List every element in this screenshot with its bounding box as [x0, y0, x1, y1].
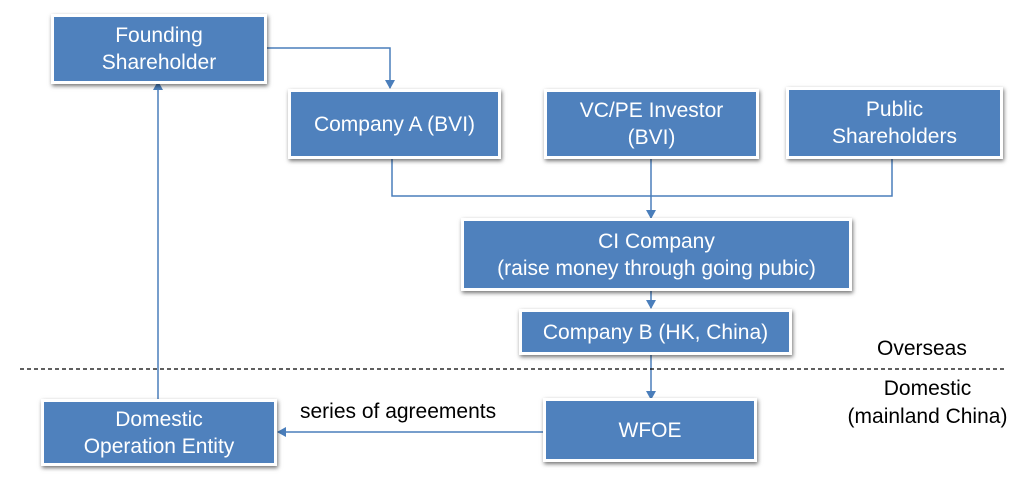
edge-company-a-to-merge — [391, 158, 651, 197]
vcpe-investor-line2: (BVI) — [627, 126, 676, 149]
series-of-agreements-text: series of agreements — [300, 400, 497, 423]
series-of-agreements-label: series of agreements — [300, 398, 496, 426]
founding-shareholder-line1: Founding — [115, 24, 203, 47]
edge-public-to-merge — [651, 158, 893, 197]
vcpe-investor-box: VC/PE Investor (BVI) — [544, 89, 759, 159]
wfoe-box: WFOE — [543, 398, 757, 462]
company-b-box: Company B (HK, China) — [519, 309, 792, 355]
overseas-text: Overseas — [877, 337, 967, 360]
domestic-label: Domestic (mainland China) — [835, 375, 1020, 431]
company-b-label: Company B (HK, China) — [542, 320, 769, 344]
domestic-operation-entity-box: Domestic Operation Entity — [41, 399, 277, 466]
vcpe-investor-line1: VC/PE Investor — [579, 99, 724, 122]
founding-shareholder-box: Founding Shareholder — [51, 14, 267, 84]
domestic-line1: Domestic — [883, 377, 972, 400]
wfoe-label: WFOE — [618, 418, 682, 442]
domestic-operation-entity-line1: Domestic — [115, 407, 203, 431]
public-shareholders-line2: Shareholders — [832, 125, 957, 148]
ci-company-box: CI Company (raise money through going pu… — [461, 218, 852, 291]
founding-shareholder-line2: Shareholder — [101, 51, 217, 74]
domestic-line2: (mainland China) — [847, 405, 1008, 428]
domestic-operation-entity-line2: Operation Entity — [83, 434, 235, 458]
ci-company-line2: (raise money through going pubic) — [497, 256, 816, 280]
company-a-label: Company A (BVI) — [313, 112, 476, 136]
company-a-box: Company A (BVI) — [288, 89, 501, 159]
public-shareholders-line1: Public — [865, 98, 924, 121]
overseas-label: Overseas — [877, 335, 967, 363]
ci-company-line1: CI Company — [598, 229, 715, 253]
edge-founding-to-company-a — [265, 47, 395, 89]
public-shareholders-box: Public Shareholders — [786, 87, 1003, 159]
